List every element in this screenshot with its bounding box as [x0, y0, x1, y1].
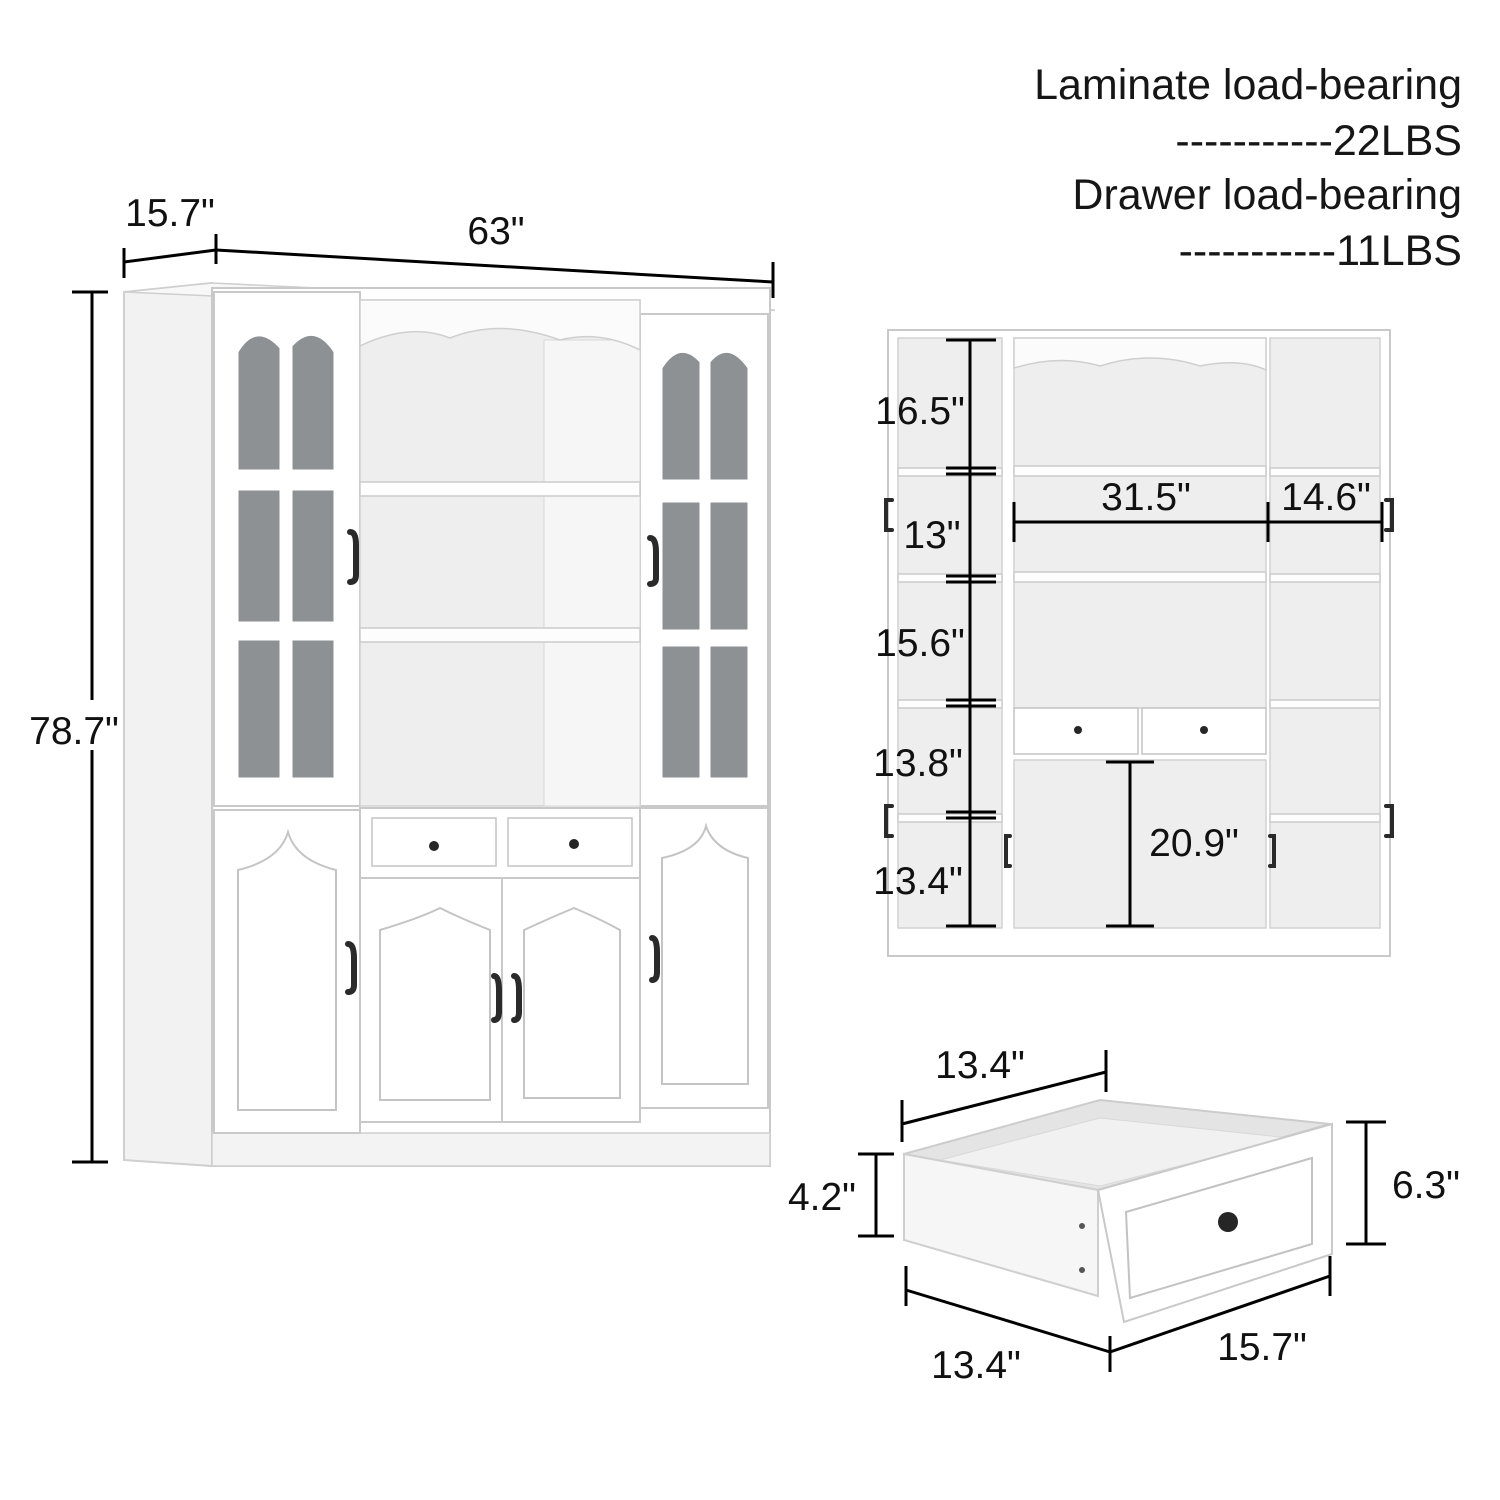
drawer-illustration [903, 1098, 1333, 1324]
cabinet-height-label: 78.7" [29, 710, 119, 753]
interior-illustration [884, 329, 1394, 957]
drawer-load-label: Drawer load-bearing [1072, 171, 1462, 219]
decorative-arch [359, 299, 641, 352]
right-column [1269, 337, 1381, 929]
glass-pane [237, 639, 281, 779]
drawer-dimensions: 13.4" 4.2" 6.3" 13.4" 15.7" [788, 1044, 1460, 1387]
right-glass-door [639, 313, 769, 807]
door-handle [491, 973, 502, 1023]
shelf [359, 481, 641, 497]
glass-pane [709, 352, 749, 481]
shelf [359, 627, 641, 643]
drawer-side [903, 1152, 1099, 1298]
side-width-label: 14.6" [1281, 476, 1371, 519]
lower-opening-label: 20.9" [1149, 822, 1239, 865]
laminate-load-label: Laminate load-bearing [1034, 61, 1462, 109]
shelf-height-label: 13" [903, 514, 960, 557]
cabinet-plinth [211, 1132, 771, 1167]
drawer-inner-width-label: 13.4" [935, 1044, 1025, 1087]
drawer-front-height-label: 6.3" [1392, 1164, 1460, 1207]
cabinet-width-label: 63" [467, 210, 524, 253]
shelf-height-label: 15.6" [875, 622, 965, 665]
cabinet-illustration [123, 281, 776, 1168]
drawer-knob [1218, 1212, 1238, 1232]
center-width-label: 31.5" [1101, 476, 1191, 519]
glass-pane [291, 489, 335, 623]
glass-pane [661, 501, 701, 631]
glass-pane [291, 335, 335, 471]
glass-pane [291, 639, 335, 779]
drawer-knob [1074, 726, 1082, 734]
shelf-height-label: 13.4" [873, 860, 963, 903]
door-raised-panel [379, 906, 491, 1101]
drawer-front-width-label: 15.7" [1217, 1326, 1307, 1369]
glass-pane [237, 489, 281, 623]
drawer-load-value: -----------11LBS [1178, 227, 1462, 275]
drawer-side-height-label: 4.2" [788, 1176, 856, 1219]
interior-dimensions: 16.5" 13" 15.6" 13.8" 13.4" 31.5" 14.6" … [873, 338, 1384, 928]
door-raised-panel [237, 828, 337, 1111]
door-raised-panel [523, 906, 621, 1099]
interior-arch [1013, 337, 1267, 372]
drawer-knob [429, 841, 439, 851]
cabinet-side [123, 281, 213, 1168]
cabinet-depth-label: 15.7" [125, 192, 215, 235]
left-column [897, 337, 1003, 929]
glass-pane [237, 335, 281, 471]
door-handle [345, 941, 357, 995]
door-handle [647, 535, 659, 587]
cabinet-dimensions: 15.7" 63" 78.7" [29, 192, 775, 1164]
left-glass-door [213, 291, 361, 807]
shelving-back-lit [543, 339, 641, 807]
door-raised-panel [661, 822, 749, 1085]
glass-pane [661, 352, 701, 481]
laminate-load-value: -----------22LBS [1175, 117, 1462, 165]
shelf-height-label: 16.5" [875, 390, 965, 433]
drawer-knob [1200, 726, 1208, 734]
glass-pane [709, 645, 749, 779]
glass-pane [661, 645, 701, 779]
glass-pane [709, 501, 749, 631]
drawer-knob [569, 839, 579, 849]
door-handle [511, 973, 522, 1023]
drawer-front-inset [1124, 1156, 1313, 1300]
drawer-inner-depth-label: 13.4" [931, 1344, 1021, 1387]
door-handle [649, 935, 660, 983]
door-handle [347, 529, 359, 585]
shelf-height-label: 13.8" [873, 742, 963, 785]
lower-center-cavity [1013, 759, 1267, 929]
